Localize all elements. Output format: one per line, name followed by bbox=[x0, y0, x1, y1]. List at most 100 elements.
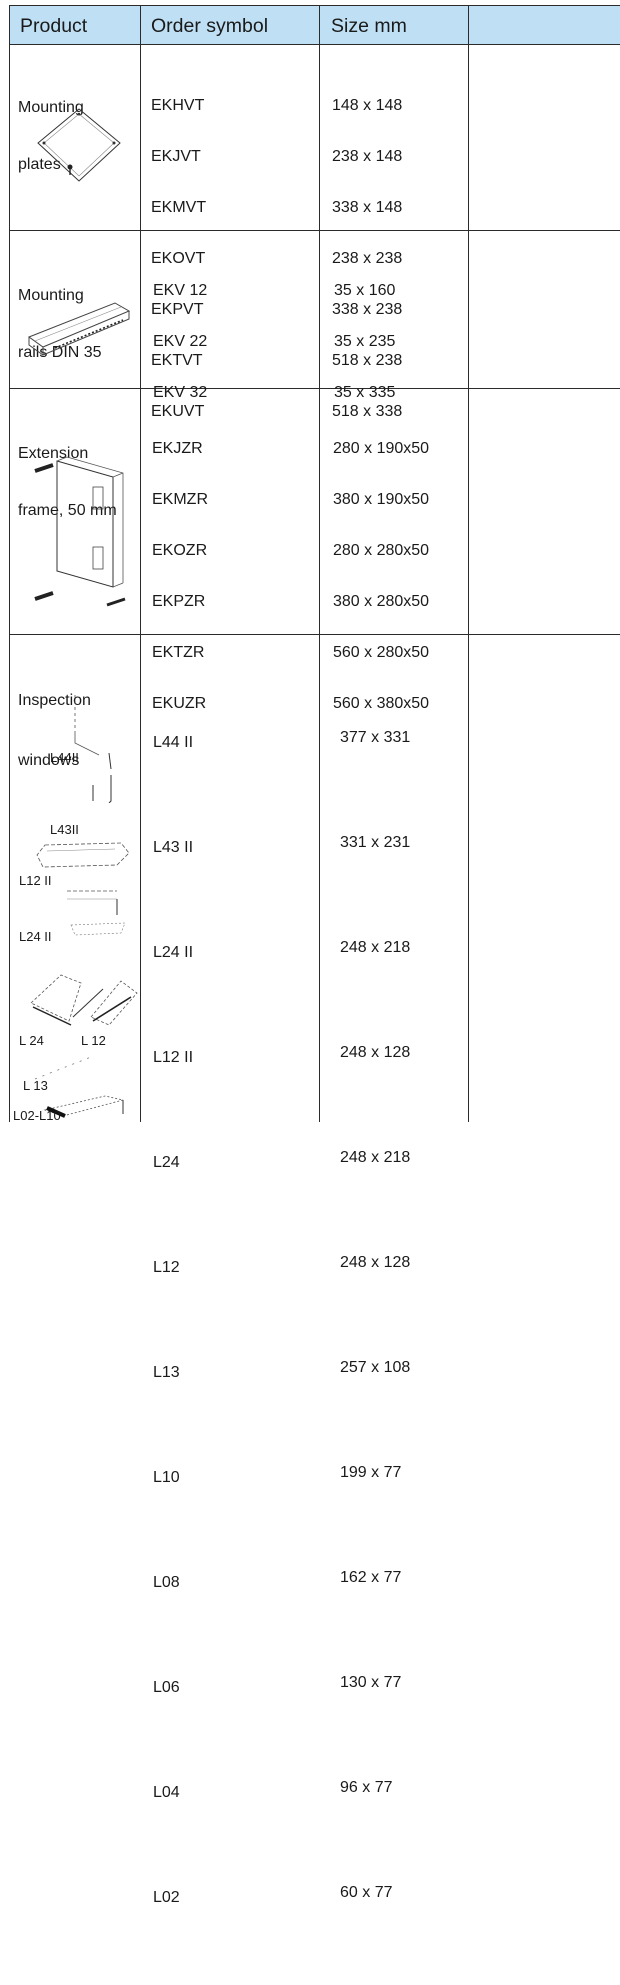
illustration-label: L44II bbox=[50, 750, 79, 765]
order-symbol: EKUZR bbox=[152, 695, 207, 712]
order-symbol: L08 bbox=[153, 1574, 180, 1591]
illustration-label: L02-L10 bbox=[13, 1108, 61, 1123]
size-list: 280 x 190x50 380 x 190x50 280 x 280x50 3… bbox=[333, 406, 429, 746]
illustration-label: L 13 bbox=[23, 1078, 48, 1093]
extension-frame-illustration bbox=[27, 447, 135, 625]
window-l02-l10-illustration bbox=[39, 1090, 129, 1120]
order-symbol: EKPVT bbox=[151, 301, 204, 318]
size-value: 380 x 280x50 bbox=[333, 593, 430, 610]
symbol-list: EKV 12 EKV 22 EKV 32 bbox=[153, 248, 207, 435]
size-value: 148 x 148 bbox=[332, 97, 403, 114]
size-list: 148 x 148 238 x 148 338 x 148 238 x 238 … bbox=[332, 63, 402, 454]
order-symbol: L02 bbox=[153, 1889, 180, 1906]
size-value: 35 x 235 bbox=[334, 333, 396, 350]
order-symbol: L12 bbox=[153, 1259, 180, 1276]
product-name-line: windows bbox=[18, 752, 80, 769]
order-symbol: EKPZR bbox=[152, 593, 206, 610]
product-table: Product Order symbol Size mm Mounting pl… bbox=[9, 5, 620, 1906]
size-value: 199 x 77 bbox=[340, 1464, 402, 1481]
product-name-line: frame, 50 mm bbox=[18, 502, 117, 519]
size-list: 377 x 331 331 x 231 248 x 218 248 x 128 … bbox=[340, 650, 410, 1980]
size-value: 377 x 331 bbox=[340, 729, 411, 746]
order-symbol: EKJVT bbox=[151, 148, 201, 165]
order-symbol: L10 bbox=[153, 1469, 180, 1486]
size-value: 248 x 218 bbox=[340, 1149, 411, 1166]
size-value: 35 x 160 bbox=[334, 282, 396, 299]
header-order-symbol: Order symbol bbox=[151, 15, 269, 37]
size-value: 338 x 148 bbox=[332, 199, 403, 216]
order-symbol: EKV 32 bbox=[153, 384, 208, 401]
size-value: 257 x 108 bbox=[340, 1359, 411, 1376]
order-symbol: EKUVT bbox=[151, 403, 205, 420]
product-name-line: Mounting bbox=[18, 287, 84, 304]
order-symbol: L44 II bbox=[153, 734, 194, 751]
size-value: 238 x 148 bbox=[332, 148, 403, 165]
order-symbol: L13 bbox=[153, 1364, 180, 1381]
order-symbol: L43 II bbox=[153, 839, 194, 856]
table-header: Product Order symbol Size mm bbox=[9, 5, 620, 45]
order-symbol: EKMVT bbox=[151, 199, 207, 216]
size-value: 130 x 77 bbox=[340, 1674, 402, 1691]
size-value: 280 x 190x50 bbox=[333, 440, 430, 457]
size-value: 96 x 77 bbox=[340, 1779, 393, 1796]
row-separator bbox=[9, 230, 620, 231]
illustration-label: L 24 bbox=[19, 1033, 44, 1048]
row-separator bbox=[9, 634, 620, 635]
size-value: 518 x 238 bbox=[332, 352, 403, 369]
product-name: Extension frame, 50 mm bbox=[18, 406, 117, 558]
size-list: 35 x 160 35 x 235 35 x 335 bbox=[334, 248, 395, 435]
illustration-label: L 12 bbox=[81, 1033, 106, 1048]
product-name: Mounting plates bbox=[18, 60, 84, 212]
order-symbol: L12 II bbox=[153, 1049, 194, 1066]
din-rail-illustration bbox=[25, 293, 135, 363]
size-value: 60 x 77 bbox=[340, 1884, 393, 1901]
product-name-line: Inspection bbox=[18, 692, 91, 709]
symbol-list: EKJZR EKMZR EKOZR EKPZR EKTZR EKUZR bbox=[152, 406, 208, 746]
size-value: 560 x 280x50 bbox=[333, 644, 430, 661]
order-symbol: EKMZR bbox=[152, 491, 208, 508]
order-symbol: EKTVT bbox=[151, 352, 203, 369]
illustration-label: L43II bbox=[50, 822, 79, 837]
size-value: 280 x 280x50 bbox=[333, 542, 430, 559]
order-symbol: L24 II bbox=[153, 944, 194, 961]
header-product: Product bbox=[20, 15, 88, 37]
product-name: Inspection windows bbox=[18, 651, 91, 811]
symbol-list: L44 II L43 II L24 II L12 II L24 L12 L13 … bbox=[153, 655, 193, 1985]
order-symbol: EKHVT bbox=[151, 97, 205, 114]
order-symbol: EKV 22 bbox=[153, 333, 208, 350]
size-value: 380 x 190x50 bbox=[333, 491, 430, 508]
size-value: 162 x 77 bbox=[340, 1569, 402, 1586]
order-symbol: EKJZR bbox=[152, 440, 203, 457]
grid-line bbox=[468, 5, 469, 1122]
size-value: 248 x 128 bbox=[340, 1254, 411, 1271]
size-value: 331 x 231 bbox=[340, 834, 411, 851]
order-symbol: L04 bbox=[153, 1784, 180, 1801]
order-symbol: EKV 12 bbox=[153, 282, 208, 299]
grid-line bbox=[319, 5, 320, 1122]
product-name-line: plates bbox=[18, 156, 61, 173]
order-symbol: EKOZR bbox=[152, 542, 208, 559]
mounting-plate-illustration bbox=[34, 105, 124, 185]
illustration-label: L12 II bbox=[19, 873, 52, 888]
size-value: 238 x 238 bbox=[332, 250, 403, 267]
window-l12ii-illustration bbox=[33, 839, 133, 879]
size-value: 248 x 128 bbox=[340, 1044, 411, 1061]
size-value: 560 x 380x50 bbox=[333, 695, 430, 712]
size-value: 248 x 218 bbox=[340, 939, 411, 956]
window-l44ii-illustration bbox=[53, 693, 133, 803]
order-symbol: EKOVT bbox=[151, 250, 206, 267]
size-value: 518 x 338 bbox=[332, 403, 403, 420]
size-value: 35 x 335 bbox=[334, 384, 396, 401]
header-size: Size mm bbox=[331, 15, 407, 37]
symbol-list: EKHVT EKJVT EKMVT EKOVT EKPVT EKTVT EKUV… bbox=[151, 63, 206, 454]
grid-line bbox=[9, 5, 10, 1122]
illustration-label: L24 II bbox=[19, 929, 52, 944]
order-symbol: L06 bbox=[153, 1679, 180, 1696]
order-symbol: EKTZR bbox=[152, 644, 205, 661]
window-l24-l12-illustration bbox=[21, 951, 139, 1031]
row-separator bbox=[9, 388, 620, 389]
product-name-line: Mounting bbox=[18, 99, 84, 116]
size-value: 338 x 238 bbox=[332, 301, 403, 318]
grid-line bbox=[140, 5, 141, 1122]
order-symbol: L24 bbox=[153, 1154, 180, 1171]
